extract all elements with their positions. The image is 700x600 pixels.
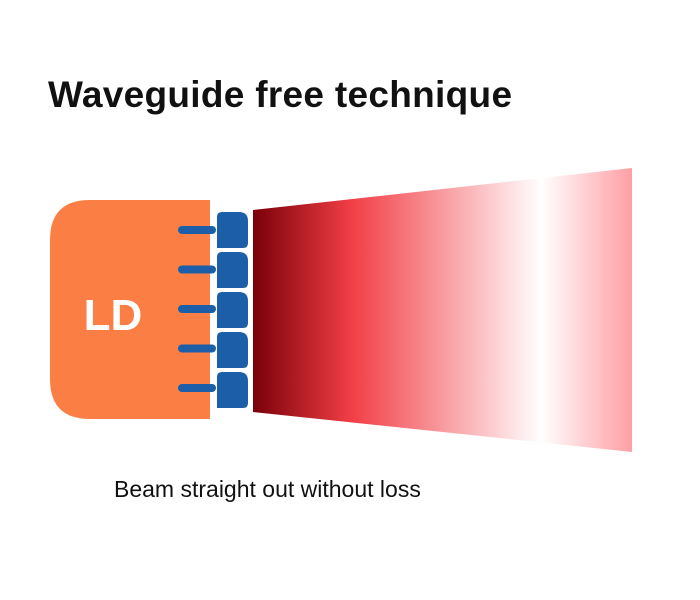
diagram-title: Waveguide free technique: [48, 74, 513, 115]
micro-lens: [217, 372, 248, 408]
laser-diode-label: LD: [84, 291, 143, 340]
emitter-stripe: [178, 265, 216, 274]
emitter-stripe: [178, 226, 216, 234]
micro-lens: [217, 292, 248, 328]
lens-array: [217, 212, 248, 408]
light-beam: [253, 168, 632, 452]
micro-lens: [217, 332, 248, 368]
emitter-stripe: [178, 384, 216, 392]
caption: Beam straight out without loss: [114, 476, 421, 502]
emitter-group: [178, 226, 216, 392]
emitter-stripe: [178, 344, 216, 353]
laser-diode-body: [50, 200, 210, 419]
micro-lens: [217, 212, 248, 248]
emitter-stripe: [178, 305, 216, 313]
micro-lens: [217, 252, 248, 288]
